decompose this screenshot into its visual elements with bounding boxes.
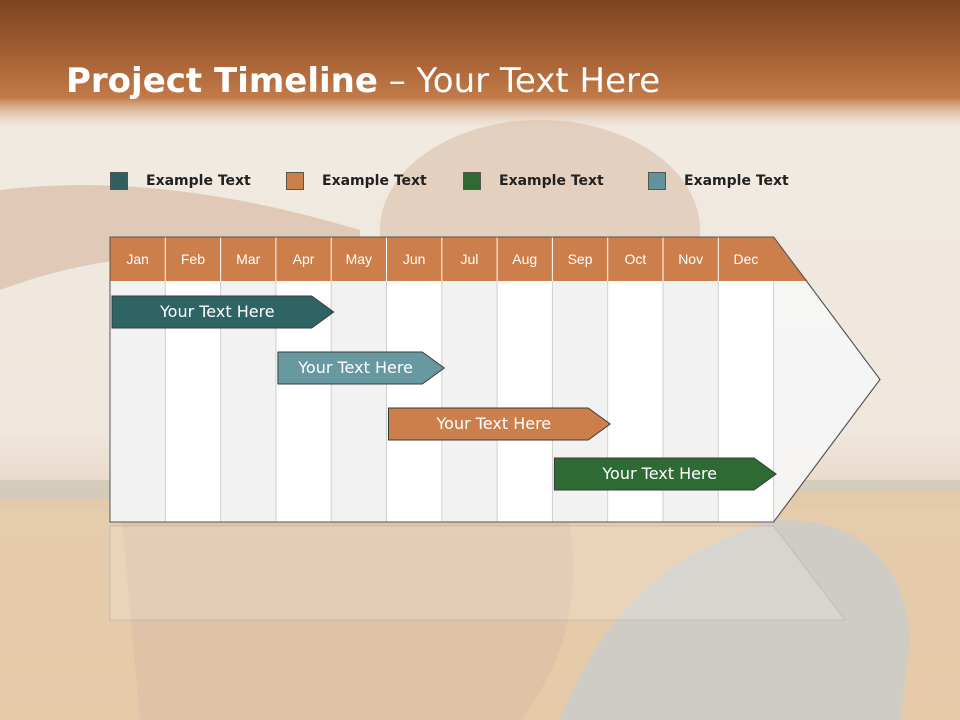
month-label: Jul [460, 251, 479, 267]
month-label: Jun [402, 251, 426, 267]
legend-swatch [648, 172, 666, 190]
title-bold: Project Timeline [66, 61, 378, 101]
legend-label: Example Text [322, 173, 427, 189]
month-label: Aug [512, 251, 538, 267]
month-column [497, 281, 553, 522]
month-column [441, 281, 498, 522]
month-label: Feb [180, 251, 205, 267]
legend-item-3: Example Text [463, 170, 604, 192]
task-bar-label: Your Text Here [160, 302, 275, 321]
month-header [110, 237, 808, 281]
title-band [0, 0, 960, 130]
task-bar [111, 295, 335, 329]
month-label: Mar [236, 251, 261, 267]
task-bar [277, 351, 446, 385]
month-column [386, 281, 442, 522]
legend-item-4: Example Text [648, 170, 789, 192]
title-rest: – Your Text Here [377, 61, 661, 101]
timeline-outline [109, 236, 881, 523]
legend-item-1: Example Text [110, 170, 251, 192]
month-column [331, 281, 387, 522]
legend-item-2: Example Text [286, 170, 427, 192]
page-title: Project Timeline – Your Text Here [66, 58, 660, 104]
month-label: Oct [624, 251, 647, 267]
legend-label: Example Text [499, 173, 604, 189]
timeline-reflection [109, 525, 847, 621]
legend-label: Example Text [146, 173, 251, 189]
legend-label: Example Text [684, 173, 789, 189]
task-bar [388, 407, 612, 441]
month-label: Nov [678, 251, 704, 267]
month-label: Dec [733, 251, 759, 267]
month-label: Jan [126, 251, 149, 267]
task-bar-label: Your Text Here [298, 358, 413, 377]
legend-swatch [110, 172, 128, 190]
legend-swatch [463, 172, 481, 190]
month-label: May [345, 251, 373, 267]
task-bar-label: Your Text Here [436, 414, 552, 433]
month-label: Sep [567, 251, 593, 267]
month-label: Apr [292, 251, 315, 267]
legend-swatch [286, 172, 304, 190]
task-bar-label: Your Text Here [602, 464, 718, 483]
task-bar [553, 457, 777, 491]
